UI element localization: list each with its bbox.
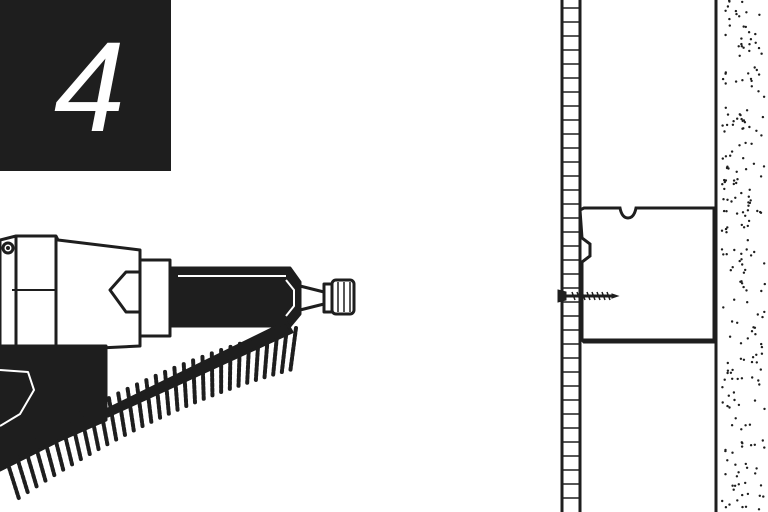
collated-screw	[279, 328, 289, 375]
collated-screw	[153, 373, 163, 420]
collated-screw	[200, 354, 206, 401]
collated-screw	[144, 378, 154, 424]
collated-screw	[60, 421, 75, 467]
collated-screw	[163, 369, 171, 416]
collated-screw	[253, 336, 261, 382]
collated-screw	[134, 382, 145, 429]
collated-screw	[181, 362, 189, 409]
collated-screw	[22, 443, 39, 489]
collated-screw	[125, 386, 136, 433]
collated-screw	[271, 330, 280, 377]
collated-screw	[262, 333, 270, 380]
collated-screw	[236, 341, 242, 388]
wall-section-icon	[560, 0, 768, 512]
collated-screw	[32, 438, 48, 483]
collated-screw	[4, 456, 21, 501]
collated-screw	[88, 405, 101, 452]
collated-screw	[13, 449, 30, 495]
collated-screw	[78, 410, 92, 457]
step-number: 4	[53, 15, 126, 159]
collated-screw	[50, 426, 66, 472]
collated-screw-strip-icon	[4, 326, 298, 501]
collated-screw	[191, 358, 198, 405]
collated-screw	[288, 326, 298, 372]
collated-screw	[106, 396, 119, 442]
collated-screw	[41, 432, 57, 478]
collated-screw	[245, 338, 252, 385]
collated-screw	[97, 400, 110, 447]
step-number-badge: 4	[0, 0, 171, 171]
collated-screw	[227, 344, 233, 391]
collated-screw	[116, 391, 127, 437]
collated-screw	[69, 416, 83, 462]
collated-screw	[172, 365, 180, 412]
collated-screw	[209, 351, 215, 398]
screw-icon	[557, 289, 620, 303]
